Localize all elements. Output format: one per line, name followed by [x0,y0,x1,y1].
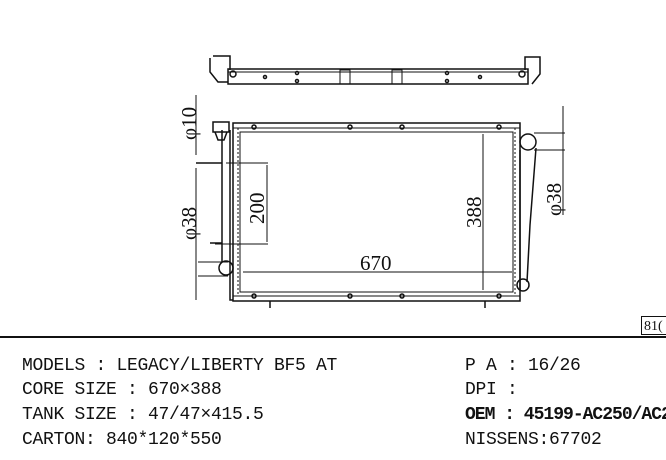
radiator-drawing: φ10 φ38 200 388 670 φ38 [177,55,566,308]
dim-top-inlet-label: φ10 [177,107,201,140]
divider-line [0,336,666,338]
top-view-bar [209,55,541,85]
dimension-lines [195,95,565,300]
dpi-text: DPI : [465,380,518,400]
core-size-text: CORE SIZE : 670×388 [22,380,222,400]
dim-width-label: 670 [360,251,392,275]
page-number-box: 81( [641,316,666,335]
pa-text: P A : 16/26 [465,356,581,376]
carton-text: CARTON: 840*120*550 [22,430,222,450]
nissens-text: NISSENS:67702 [465,430,602,450]
oem-text: OEM : 45199-AC250/AC2 [465,405,666,425]
radiator-front-view [196,121,537,308]
tank-size-text: TANK SIZE : 47/47×415.5 [22,405,264,425]
dim-right-pipe-label: φ38 [542,183,566,216]
dim-height-label: 388 [462,197,486,229]
dim-left-pipe-label: φ38 [177,207,201,240]
dim-200-label: 200 [245,193,269,225]
models-text: MODELS : LEGACY/LIBERTY BF5 AT [22,356,338,376]
